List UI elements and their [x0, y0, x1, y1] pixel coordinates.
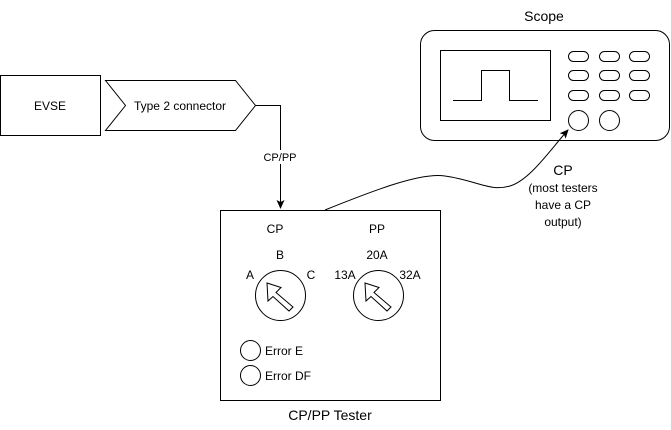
- scope-button[interactable]: [629, 90, 650, 101]
- scope-input-port[interactable]: [599, 110, 620, 131]
- square-wave: [453, 70, 538, 101]
- scope: [420, 30, 670, 141]
- pp-selector-knob[interactable]: 20A 13A 32A: [334, 248, 421, 321]
- knob-pointer-arrow-icon: [266, 282, 294, 312]
- scope-screen: [440, 50, 551, 121]
- connector-label: Type 2 connector: [134, 99, 226, 113]
- scope-button[interactable]: [599, 51, 620, 62]
- cp-output-connector-line: [324, 129, 569, 211]
- cp-option-a: A: [246, 268, 254, 282]
- scope-button[interactable]: [568, 70, 589, 81]
- cp-selector-knob[interactable]: B A C: [246, 248, 316, 321]
- scope-button[interactable]: [599, 70, 620, 81]
- error-df-indicator: Error DF: [240, 365, 311, 386]
- scope-title: Scope: [524, 8, 564, 24]
- pp-option-20a: 20A: [366, 248, 387, 262]
- knob-pointer-arrow-icon: [364, 282, 392, 312]
- evse-label: EVSE: [34, 99, 66, 113]
- scope-button[interactable]: [599, 90, 620, 101]
- cp-output-note: CP (most testers have a CP output): [528, 162, 597, 229]
- pp-knob-title: PP: [369, 222, 385, 236]
- error-df-label: Error DF: [265, 369, 311, 383]
- type2-connector: Type 2 connector: [104, 80, 257, 131]
- pp-option-32a: 32A: [399, 268, 420, 282]
- scope-buttons: [568, 51, 650, 131]
- indicator-lamp-icon: [240, 365, 261, 386]
- scope-button[interactable]: [629, 70, 650, 81]
- note-line: CP: [553, 162, 572, 178]
- indicator-lamp-icon: [240, 340, 261, 361]
- error-e-indicator: Error E: [240, 340, 303, 361]
- scope-button[interactable]: [568, 90, 589, 101]
- note-line: output): [544, 215, 581, 229]
- cp-pp-link: CP/PP: [255, 105, 300, 209]
- cp-pp-link-label: CP/PP: [263, 152, 296, 164]
- cp-option-b: B: [276, 248, 284, 262]
- cp-option-c: C: [307, 268, 316, 282]
- note-line: have a CP: [535, 198, 591, 212]
- error-e-label: Error E: [265, 344, 303, 358]
- cp-pp-tester: CP PP B A C 20A 13A 32A Error E Error DF: [220, 210, 441, 401]
- scope-button[interactable]: [629, 51, 650, 62]
- scope-input-port[interactable]: [568, 110, 589, 131]
- note-line: (most testers: [528, 181, 597, 195]
- scope-button[interactable]: [568, 51, 589, 62]
- cp-knob-title: CP: [267, 222, 284, 236]
- pp-option-13a: 13A: [334, 268, 355, 282]
- tester-title: CP/PP Tester: [288, 407, 372, 423]
- evse-box: EVSE: [0, 75, 101, 136]
